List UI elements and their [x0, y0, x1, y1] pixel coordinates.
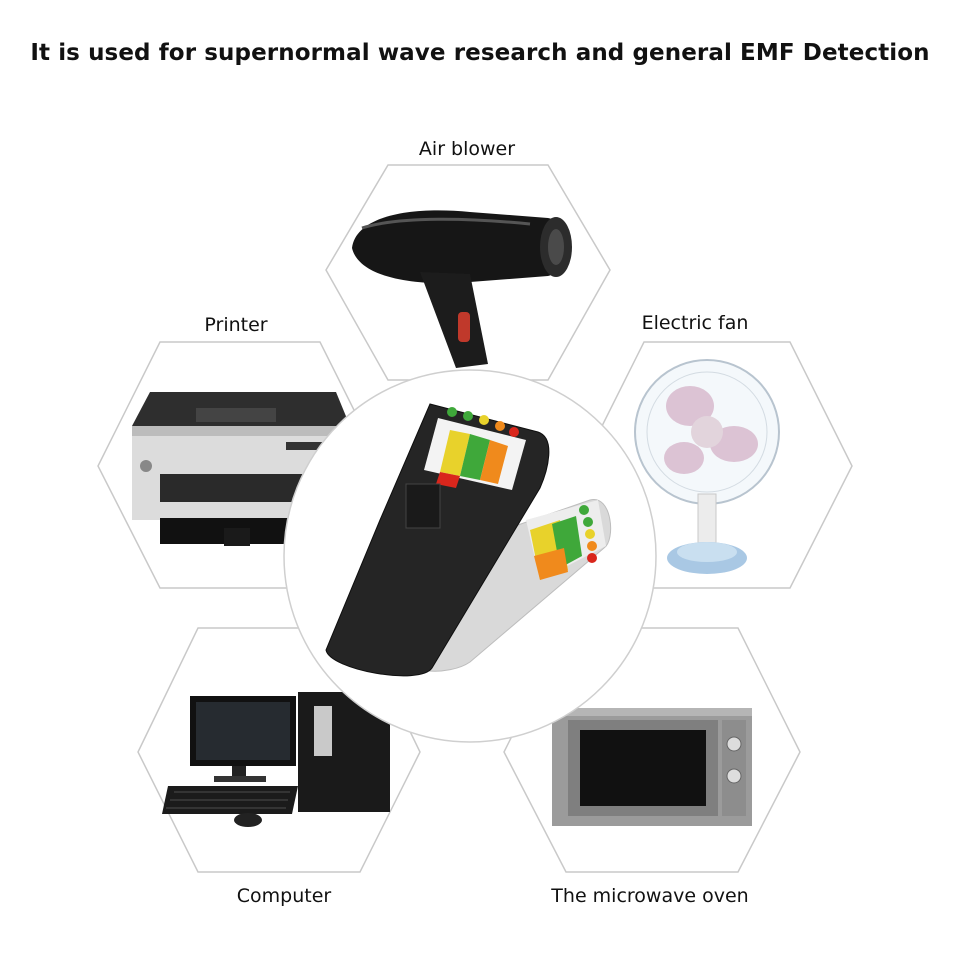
air-blower-image — [352, 210, 572, 368]
label-printer: Printer — [204, 314, 268, 336]
label-computer: Computer — [236, 885, 332, 907]
label-microwave: The microwave oven — [551, 885, 749, 907]
microwave-image — [552, 708, 752, 826]
hex-air-blower — [325, 164, 611, 381]
computer-image — [162, 692, 390, 827]
label-air-blower: Air blower — [418, 138, 516, 160]
printer-image — [132, 392, 350, 546]
label-electric-fan: Electric fan — [641, 312, 749, 334]
hex-microwave — [503, 627, 801, 873]
electric-fan-image — [634, 359, 780, 574]
emf-meter-black — [325, 403, 550, 677]
page-headline: It is used for supernormal wave research… — [30, 40, 930, 66]
